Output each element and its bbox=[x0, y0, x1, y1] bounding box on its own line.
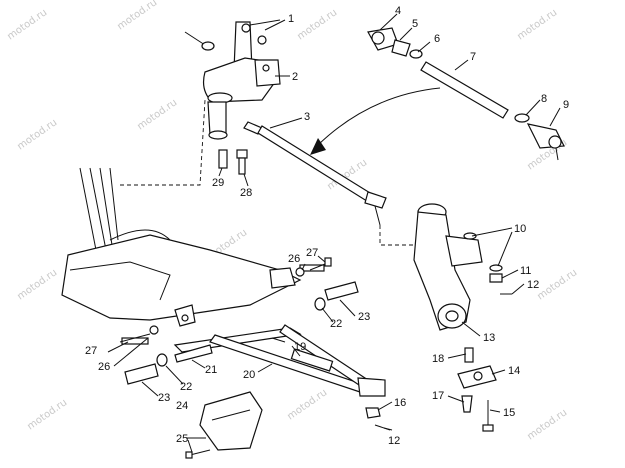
tie-rod bbox=[243, 121, 387, 226]
callout-26: 26 bbox=[98, 361, 110, 373]
pivot-bushings bbox=[121, 264, 359, 385]
callout-5: 5 bbox=[412, 18, 418, 30]
steering-bolts bbox=[218, 149, 248, 175]
callout-19: 19 bbox=[294, 341, 306, 353]
callout-17: 17 bbox=[432, 390, 444, 402]
callout-9: 9 bbox=[563, 99, 569, 111]
skid-guard bbox=[185, 391, 263, 459]
a-arm-nut bbox=[365, 407, 391, 431]
callout-3: 3 bbox=[304, 111, 310, 123]
callout-21: 21 bbox=[205, 364, 217, 376]
callout-11: 11 bbox=[520, 265, 531, 277]
callout-10: 10 bbox=[514, 223, 526, 235]
callout-24: 24 bbox=[176, 400, 188, 412]
callout-20: 20 bbox=[243, 369, 255, 381]
callout-27: 27 bbox=[85, 345, 97, 357]
callout-15: 15 bbox=[503, 407, 515, 419]
callout-18: 18 bbox=[432, 353, 444, 365]
steering-post bbox=[184, 21, 281, 140]
callout-13: 13 bbox=[483, 332, 495, 344]
callout-16: 16 bbox=[394, 397, 406, 409]
watermark: motod.ru bbox=[25, 397, 69, 432]
watermark: motod.ru bbox=[15, 267, 59, 302]
watermark: motod.ru bbox=[285, 387, 329, 422]
assembly-arrow bbox=[310, 87, 441, 155]
callout-8: 8 bbox=[541, 93, 547, 105]
callout-6: 6 bbox=[434, 33, 440, 45]
callout-4: 4 bbox=[395, 5, 401, 17]
callout-25: 25 bbox=[176, 433, 188, 445]
callout-2: 2 bbox=[292, 71, 298, 83]
callout-14: 14 bbox=[508, 365, 520, 377]
a-arm bbox=[173, 324, 386, 397]
callout-23: 23 bbox=[158, 392, 170, 404]
callout-23: 23 bbox=[358, 311, 370, 323]
callout-1: 1 bbox=[288, 13, 294, 25]
callout-28: 28 bbox=[240, 187, 252, 199]
watermark: motod.ru bbox=[135, 97, 179, 132]
leader-lines bbox=[107, 13, 561, 453]
callout-22: 22 bbox=[330, 318, 342, 330]
callout-27: 27 bbox=[306, 247, 318, 259]
frame bbox=[61, 99, 302, 327]
watermark: motod.ru bbox=[15, 117, 59, 152]
tie-rod-exploded bbox=[367, 27, 565, 161]
watermark: motod.ru bbox=[515, 7, 559, 42]
callout-12: 12 bbox=[527, 279, 539, 291]
callout-22: 22 bbox=[180, 381, 192, 393]
watermark: motod.ru bbox=[295, 7, 339, 42]
spindle bbox=[379, 203, 483, 331]
callout-labels: 1 2 3 4 5 6 7 8 9 10 11 12 12 13 14 15 1… bbox=[85, 5, 569, 447]
watermark: motod.ru bbox=[535, 267, 579, 302]
spindle-hardware bbox=[463, 232, 512, 295]
watermark: motod.ru bbox=[5, 7, 49, 42]
callout-29: 29 bbox=[212, 177, 224, 189]
watermark: motod.ru bbox=[525, 407, 569, 442]
callout-26: 26 bbox=[288, 253, 300, 265]
callout-7: 7 bbox=[470, 51, 476, 63]
ball-joint bbox=[457, 347, 497, 432]
watermark: motod.ru bbox=[115, 0, 159, 32]
callout-12: 12 bbox=[388, 435, 400, 447]
